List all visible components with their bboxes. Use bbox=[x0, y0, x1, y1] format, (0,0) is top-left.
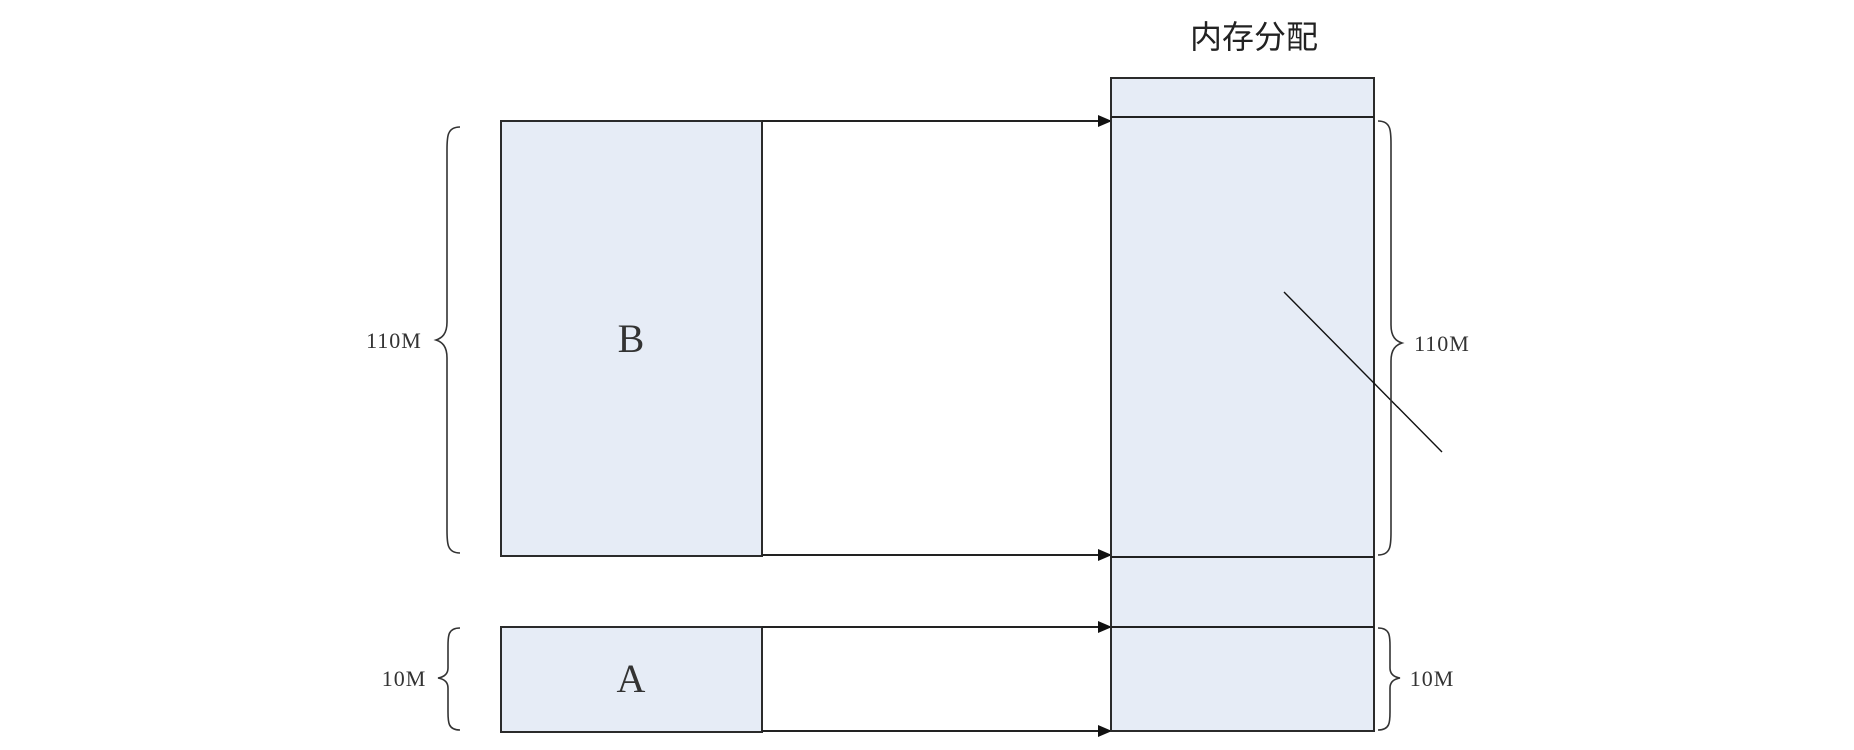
size-brace-b-left: 110M bbox=[366, 126, 461, 554]
block-b-label: B bbox=[618, 316, 645, 361]
size-label-b-left: 110M bbox=[366, 328, 422, 353]
size-label-b-right: 110M bbox=[1414, 331, 1470, 356]
size-brace-a-left: 10M bbox=[382, 627, 461, 731]
brace-left-a bbox=[437, 627, 461, 731]
brace-right-a bbox=[1377, 627, 1401, 731]
memory-column bbox=[1110, 77, 1443, 732]
block-b-rect bbox=[500, 120, 763, 557]
brace-left-b bbox=[433, 126, 461, 554]
block-b: B bbox=[500, 120, 763, 557]
brace-right-b bbox=[1377, 120, 1405, 556]
size-label-a-right: 10M bbox=[1410, 666, 1455, 691]
block-a-rect bbox=[500, 626, 763, 733]
size-label-a-left: 10M bbox=[382, 666, 427, 691]
memory-annotation-slash bbox=[1283, 291, 1443, 453]
size-brace-b-right: 110M bbox=[1377, 120, 1470, 556]
block-a: A bbox=[500, 626, 763, 733]
connector-arrows bbox=[762, 115, 1112, 737]
memory-column-rect bbox=[1110, 77, 1375, 732]
diagram-title: 内存分配 bbox=[1190, 18, 1318, 56]
size-brace-a-right: 10M bbox=[1377, 627, 1455, 731]
block-a-label: A bbox=[617, 656, 646, 701]
